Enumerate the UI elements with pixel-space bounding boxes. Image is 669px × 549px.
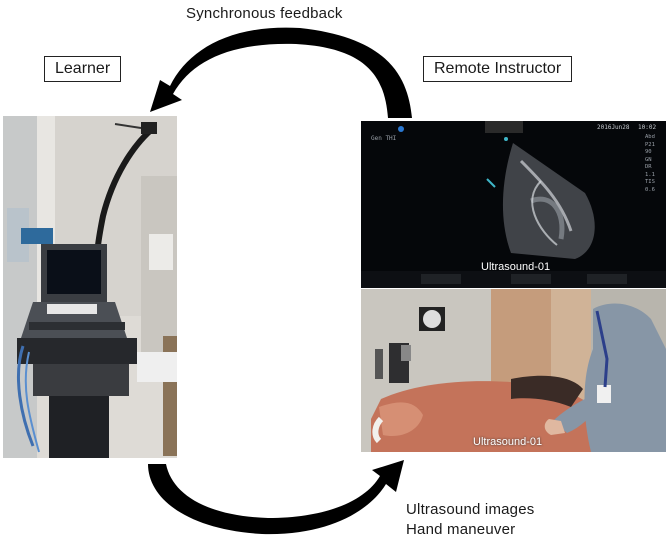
feedback-arrow (150, 28, 412, 118)
instructor-hand-video: Ultrasound-01 (361, 289, 666, 452)
hand-maneuver-label: Hand maneuver (406, 521, 515, 538)
learner-photo (3, 116, 177, 458)
screen-date-text: 2016Jun28 (597, 124, 630, 131)
screen-time-text: 10:02 (638, 124, 656, 131)
screen-side-value: 0.6 (645, 187, 655, 195)
screen-side-value: 90 (645, 149, 655, 157)
screen-side-value: TIS (645, 179, 655, 187)
screen-side-value: P21 (645, 142, 655, 150)
images-arrow (148, 460, 404, 534)
screen-side-value: DR (645, 164, 655, 172)
screen-side-value: 1.1 (645, 172, 655, 180)
video-bottom-label: Ultrasound-01 (473, 436, 542, 448)
screen-top-left-text: Gen THI (371, 135, 396, 142)
screen-top-label: Ultrasound-01 (481, 261, 550, 273)
screen-side-value: Abd (645, 134, 655, 142)
ultrasound-images-label: Ultrasound images (406, 501, 534, 518)
screen-side-value: GN (645, 157, 655, 165)
